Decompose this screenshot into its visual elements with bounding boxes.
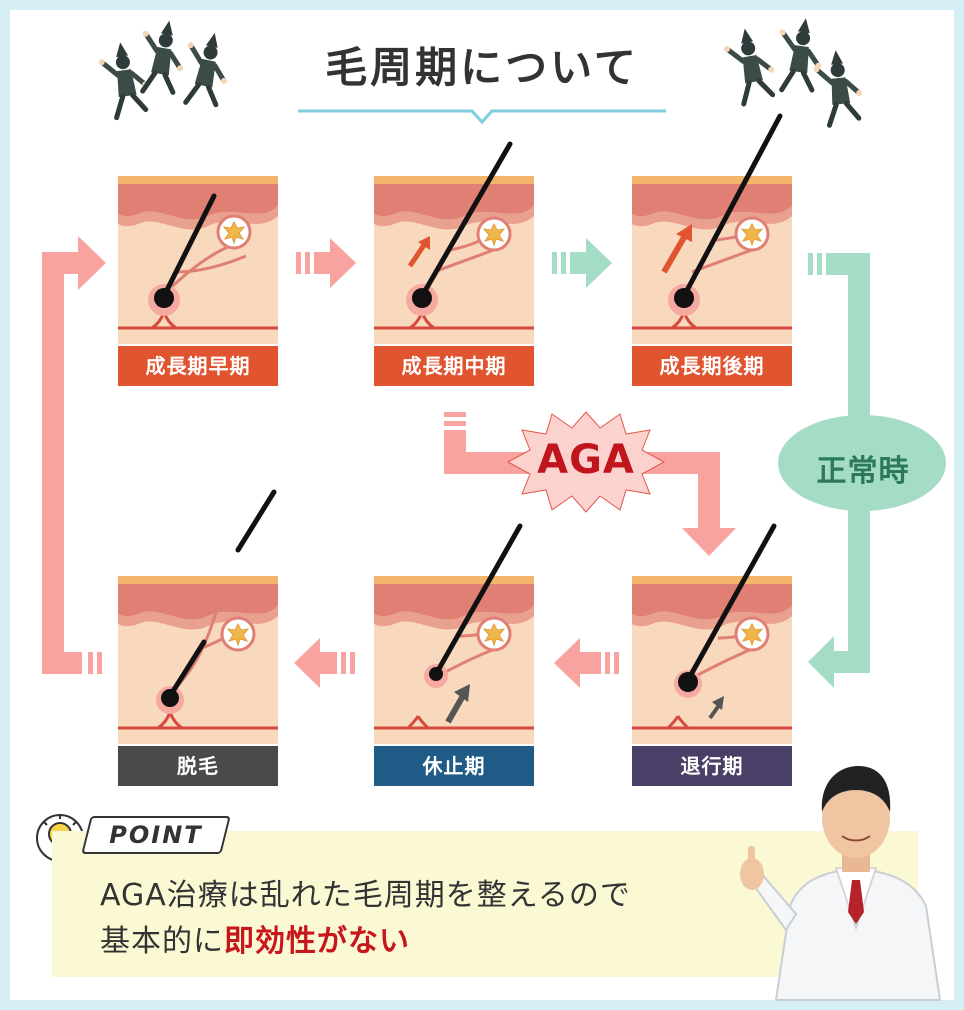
shed-hair [235,489,277,553]
arrow-early-to-mid [296,238,356,288]
stage-label-shedding: 脱毛 [118,746,278,786]
stage-label-early-anagen: 成長期早期 [118,346,278,386]
arrow-mid-to-late [552,238,612,288]
point-text: AGA治療は乱れた毛周期を整えるので 基本的に即効性がない [100,873,631,965]
normal-badge [778,415,946,511]
running-people-right-icon [721,15,865,126]
stage-early-anagen-illustration [116,174,280,346]
stage-catagen-illustration [630,523,794,746]
arrow-telogen-to-shedding [294,638,355,688]
normal-label: 正常時 [816,454,910,489]
stage-telogen-illustration [372,523,536,746]
stage-label-telogen: 休止期 [374,746,534,786]
stage-late-anagen-illustration [630,113,794,346]
stage-label-catagen: 退行期 [632,746,792,786]
point-line-2-prefix: 基本的に [100,924,224,959]
point-line-2-highlight: 即効性がない [224,924,410,959]
aga-label: AGA [537,437,635,483]
page-title: 毛周期について [325,43,639,92]
running-people-left-icon [96,16,236,119]
stage-label-mid-anagen: 成長期中期 [374,346,534,386]
point-line-1: AGA治療は乱れた毛周期を整えるので [100,878,631,913]
aga-burst [506,411,666,513]
title-underline [298,109,666,125]
point-tag-label: POINT [109,821,203,849]
point-line-2: 基本的に即効性がない [100,919,631,965]
stage-label-late-anagen: 成長期後期 [632,346,792,386]
stage-mid-anagen-illustration [372,141,536,346]
stage-shedding-illustration [116,574,280,746]
loop-arrow-left [42,236,106,674]
arrow-catagen-to-telogen [554,638,619,688]
